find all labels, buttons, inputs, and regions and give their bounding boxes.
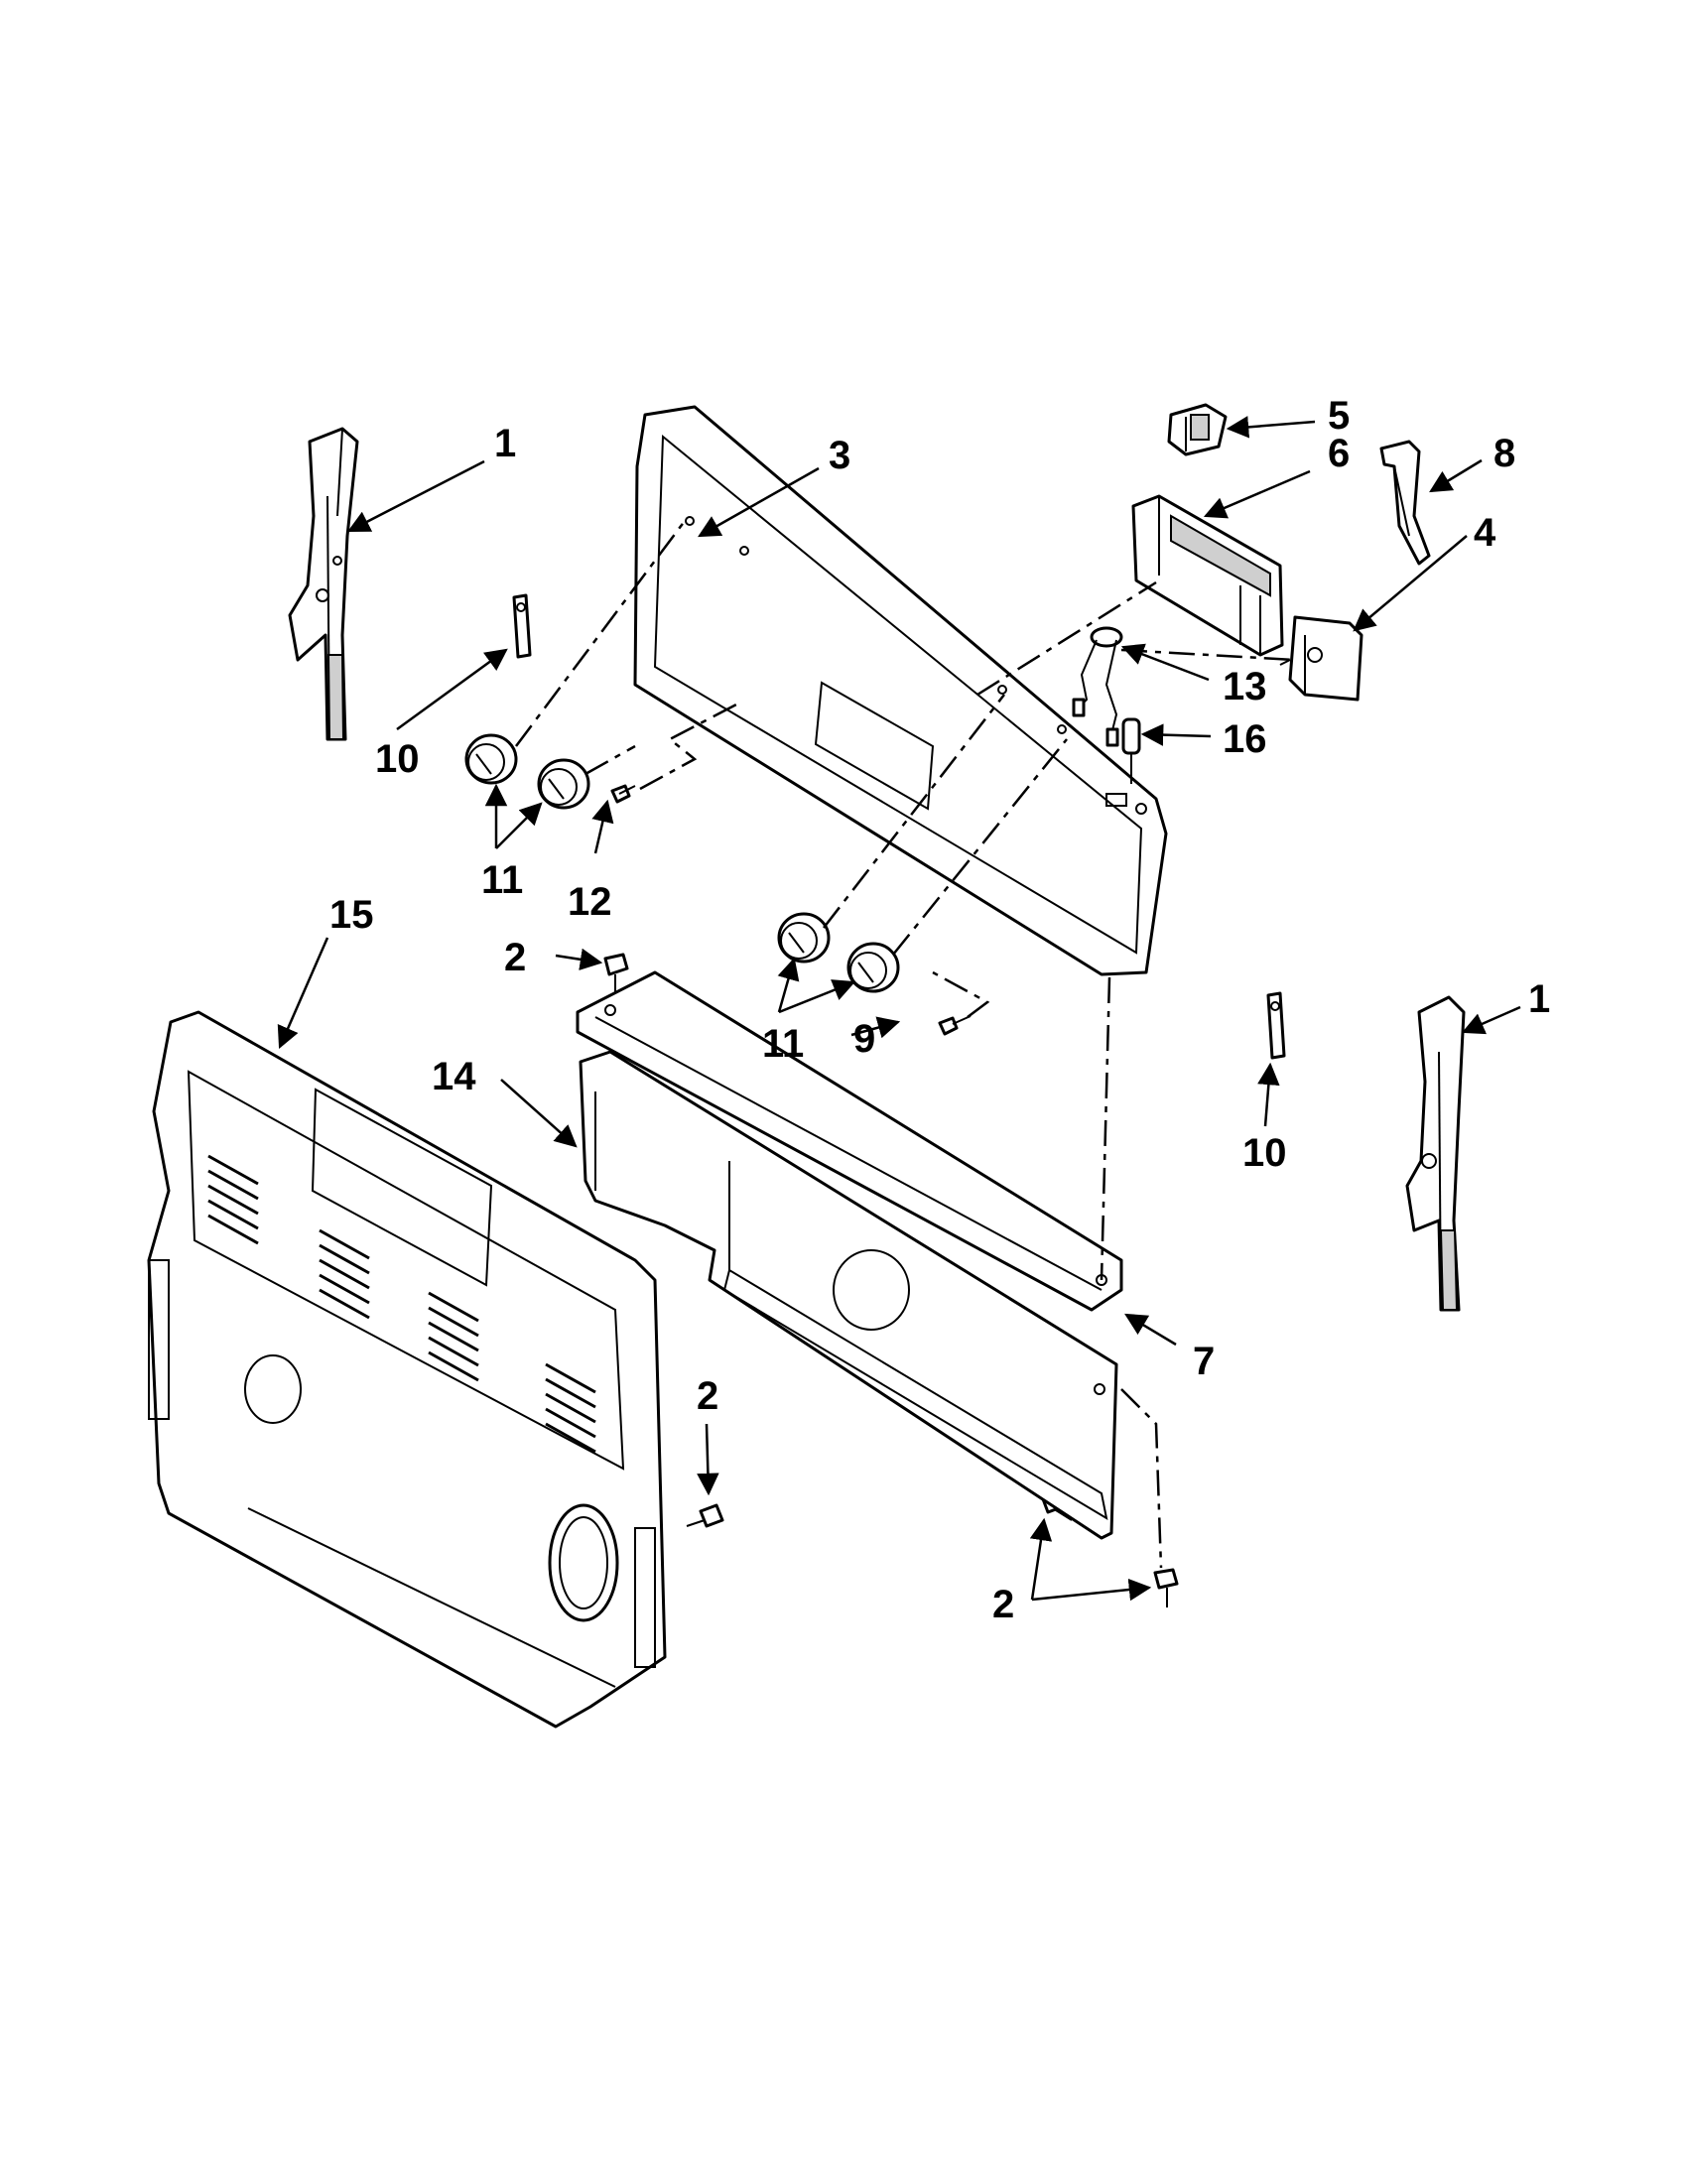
callout-13: 13 [1223,665,1267,708]
callout-6: 6 [1328,432,1350,475]
part-electronic-control[interactable] [1131,494,1284,657]
callout-14: 14 [432,1055,476,1098]
part-bracket[interactable] [1379,440,1431,566]
part-screw-9[interactable] [938,1015,972,1036]
callout-numbers: 1 1 2 2 2 3 4 5 6 7 8 9 10 10 11 11 12 1… [329,394,1550,1626]
callout-15: 15 [329,893,374,937]
part-screw-2-mid[interactable] [686,1503,724,1528]
part-knob-4[interactable] [846,942,900,993]
callout-leaders [277,416,1521,1602]
callout-2-mid: 2 [697,1374,718,1418]
part-screw-2-bottom[interactable] [1153,1568,1179,1607]
part-knob-3[interactable] [777,912,831,964]
part-relay[interactable] [1167,403,1228,456]
callout-3: 3 [829,434,850,477]
callout-12: 12 [568,880,612,924]
part-side-trim-right[interactable] [1405,995,1466,1312]
part-screw-2-top[interactable] [603,953,629,996]
part-indicator-lamp[interactable] [1121,717,1141,784]
callout-2-bottom: 2 [992,1583,1014,1626]
part-rear-panel[interactable] [147,1010,667,1729]
part-manifold-channel[interactable] [576,970,1123,1312]
callout-10-left: 10 [375,737,420,781]
rear-panel-vents [207,1154,596,1454]
part-clip-left[interactable] [512,593,532,659]
callout-2-top: 2 [504,936,526,979]
part-screw-12[interactable] [610,784,636,804]
part-sensor-harness[interactable] [1072,626,1123,747]
part-switch[interactable] [1279,615,1363,702]
callout-1-right: 1 [1528,977,1550,1021]
callout-10-right: 10 [1242,1131,1287,1175]
callout-9: 9 [853,1017,875,1061]
assembly-lines [514,520,1296,1569]
part-knob-2[interactable] [537,758,590,810]
callout-11-left: 11 [481,858,523,902]
part-side-trim-left[interactable] [288,427,359,741]
callout-8: 8 [1493,432,1515,475]
callout-11-right: 11 [762,1022,804,1066]
callout-16: 16 [1223,717,1267,761]
callout-1-left: 1 [494,422,516,465]
part-clip-right[interactable] [1266,991,1286,1060]
part-lower-panel[interactable] [579,1050,1118,1540]
part-control-panel[interactable] [633,405,1168,976]
part-knob-1[interactable] [464,733,518,785]
callout-4: 4 [1474,511,1496,555]
callout-7: 7 [1193,1340,1215,1383]
callout-5: 5 [1328,394,1350,438]
